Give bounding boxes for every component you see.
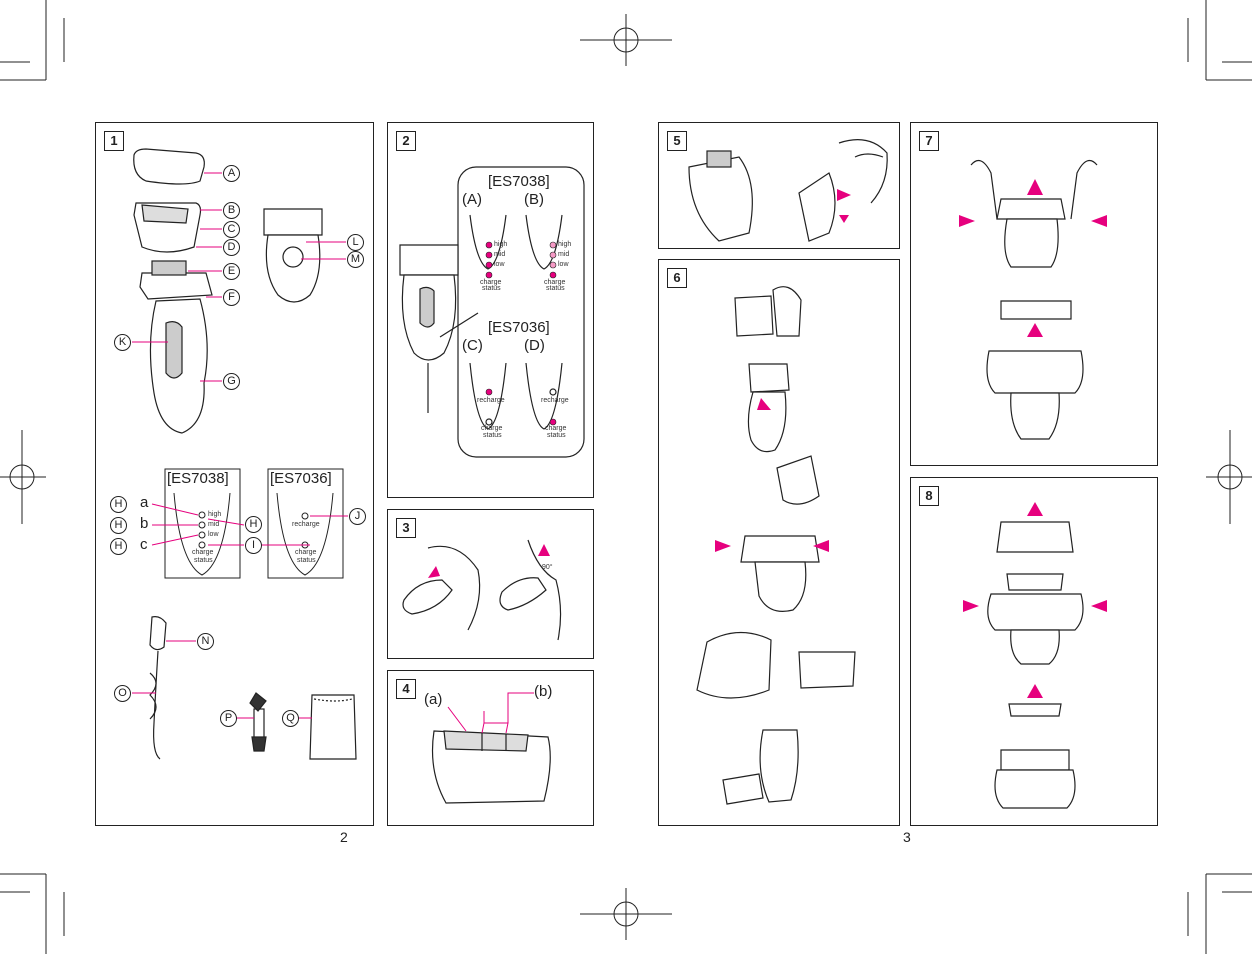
panel-4-foil: 4 (a) (b) (387, 670, 594, 826)
part-label-F: F (223, 289, 240, 306)
indicator-recharge-C: recharge (477, 397, 505, 404)
indicator-charge-2: charge (295, 549, 317, 556)
indicator-high: high (208, 511, 222, 518)
part-label-Q: Q (282, 710, 299, 727)
part-label-I: I (245, 537, 262, 554)
panel-6-cleaning: 6 (658, 259, 900, 826)
part-label-D: D (223, 239, 240, 256)
part-label-K: K (114, 334, 131, 351)
indicator-low: low (494, 261, 505, 268)
part-label-E: E (223, 263, 240, 280)
indicator-recharge: recharge (292, 521, 320, 528)
remove-head-illustration (959, 159, 1107, 440)
indicator-charge-C: charge (481, 425, 503, 432)
part-label-P: P (220, 710, 237, 727)
sub-label-c: c (140, 536, 148, 553)
panel-1-parts: 1 (95, 122, 374, 826)
indicator-low: low (208, 531, 219, 538)
model-es7038: [ES7038] (167, 470, 229, 487)
model-es7038: [ES7038] (488, 173, 550, 190)
part-label-N: N (197, 633, 214, 650)
panel-7-remove-head: 7 (910, 122, 1158, 466)
step-number: 3 (396, 518, 416, 538)
shaver-parts-illustration (132, 148, 357, 760)
part-label-B: B (223, 202, 240, 219)
panel-5-trimmer: 5 (658, 122, 900, 249)
part-label-H: H (245, 516, 262, 533)
indicator-charge-B: charge (544, 279, 566, 286)
label-C: (C) (462, 337, 483, 354)
part-label-C: C (223, 221, 240, 238)
shaving-angle-illustration (402, 539, 562, 641)
part-label-M: M (347, 251, 364, 268)
step-number: 7 (919, 131, 939, 151)
indicator-mid: mid (494, 251, 506, 258)
model-es7036: [ES7036] (270, 470, 332, 487)
sub-label-b: b (140, 515, 149, 532)
part-label-H-a: H (110, 496, 127, 513)
part-label-J: J (349, 508, 366, 525)
charging-illustration (399, 166, 585, 458)
part-label-A: A (223, 165, 240, 182)
part-label-O: O (114, 685, 131, 702)
indicator-mid: mid (208, 521, 220, 528)
indicator-charge-D: charge (545, 425, 567, 432)
indicator-status-D: status (547, 432, 566, 439)
step-number: 2 (396, 131, 416, 151)
part-label-G: G (223, 373, 240, 390)
indicator-status: status (482, 285, 501, 292)
foil-illustration (431, 692, 551, 804)
panel-8-attach-head: 8 (910, 477, 1158, 826)
trimmer-illustration (688, 139, 888, 242)
label-b: (b) (534, 683, 553, 700)
step-number: 5 (667, 131, 687, 151)
indicator-status-C: status (483, 432, 502, 439)
indicator-status: status (194, 557, 213, 564)
step-number: 8 (919, 486, 939, 506)
indicator-mid-B: mid (558, 251, 570, 258)
page-number-right: 3 (903, 829, 911, 845)
label-B: (B) (524, 191, 544, 208)
step-number: 4 (396, 679, 416, 699)
indicator-high-B: high (558, 241, 572, 248)
label-D: (D) (524, 337, 545, 354)
model-es7036: [ES7036] (488, 319, 550, 336)
indicator-low-B: low (558, 261, 569, 268)
part-label-L: L (347, 234, 364, 251)
step-number: 1 (104, 131, 124, 151)
indicator-recharge-D: recharge (541, 397, 569, 404)
indicator-status-B: status (546, 285, 565, 292)
cleaning-illustration (696, 286, 856, 805)
indicator-high: high (494, 241, 508, 248)
label-a: (a) (424, 691, 443, 708)
attach-head-illustration (963, 502, 1107, 809)
angle-label: 90° (542, 564, 553, 571)
step-number: 6 (667, 268, 687, 288)
indicator-charge: charge (480, 279, 502, 286)
sub-label-a: a (140, 494, 149, 511)
indicator-status-2: status (297, 557, 316, 564)
part-label-H-b: H (110, 517, 127, 534)
panel-3-shaving: 3 90° (387, 509, 594, 659)
part-label-H-c: H (110, 538, 127, 555)
indicator-charge: charge (192, 549, 214, 556)
panel-2-charging: 2 [ES7038] (A) (B) high mid low charge s… (387, 122, 594, 498)
label-A: (A) (462, 191, 482, 208)
page-number-left: 2 (340, 829, 348, 845)
